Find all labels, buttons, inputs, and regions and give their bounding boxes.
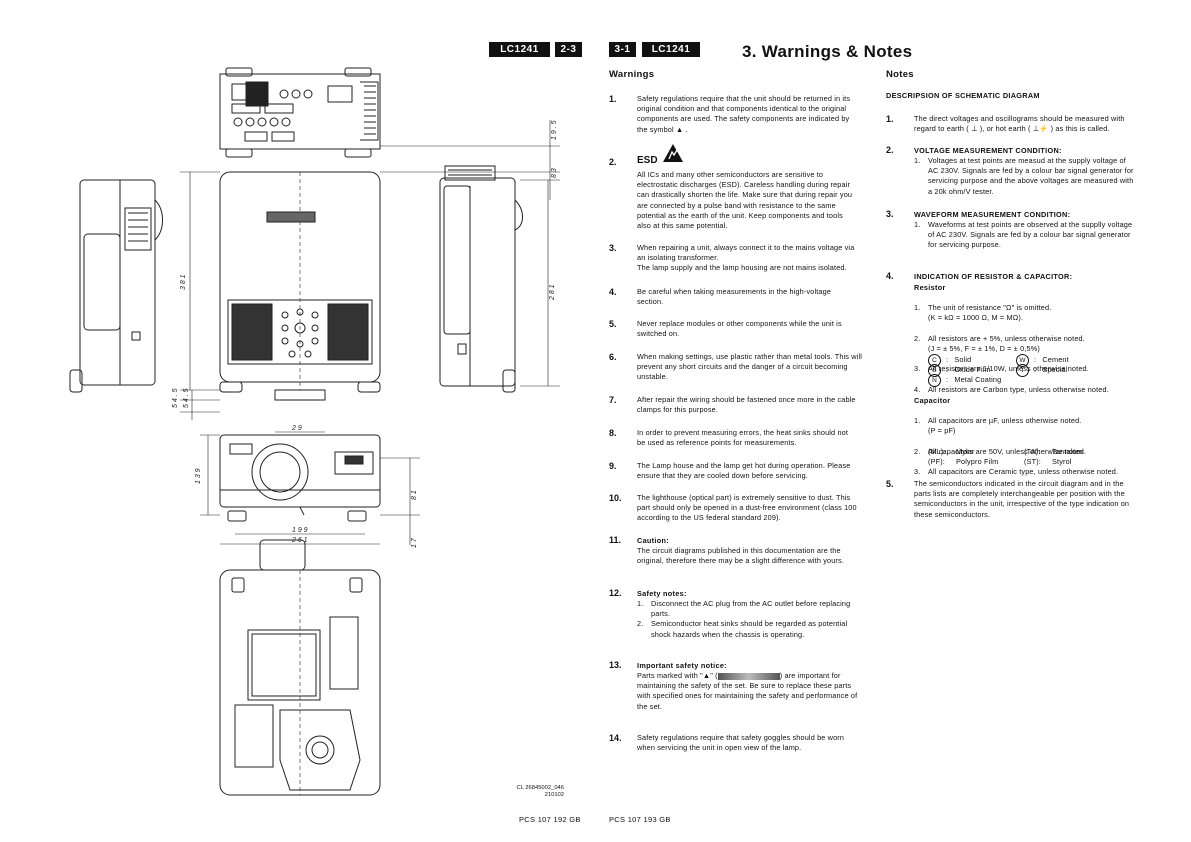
note-1-number: 1. bbox=[886, 114, 894, 124]
bottom-view bbox=[219, 539, 381, 796]
footer-left: PCS 107 192 GB bbox=[519, 815, 581, 824]
warning-13-number: 13. bbox=[609, 660, 622, 670]
warning-14-text: Safety regulations require that safety g… bbox=[637, 733, 845, 753]
warning-12-number: 12. bbox=[609, 588, 622, 598]
warning-3-number: 3. bbox=[609, 243, 617, 253]
warning-13-text-b: ) are important for maintaining the safe… bbox=[637, 671, 858, 711]
warning-12-heading: Safety notes: bbox=[637, 589, 687, 598]
side-view-right bbox=[439, 165, 523, 393]
dim-left-low-b: 5 4 . 5 bbox=[183, 388, 190, 408]
note-3-number: 3. bbox=[886, 209, 894, 219]
warning-13-text: Parts marked with "▲" () are important f… bbox=[637, 671, 859, 712]
drawing-reference: CL 26845002_046 210102 bbox=[480, 785, 565, 799]
warning-11-text: The circuit diagrams published in this d… bbox=[637, 546, 844, 566]
warning-8-text: In order to prevent measuring errors, th… bbox=[637, 428, 849, 448]
top-view bbox=[219, 434, 381, 522]
drawing-ref-line1: CL 26845002_046 bbox=[516, 785, 565, 791]
warning-8-number: 8. bbox=[609, 428, 617, 438]
dim-mid-width: 2 9 bbox=[291, 425, 302, 432]
note-3-heading: WAVEFORM MEASUREMENT CONDITION: bbox=[914, 210, 1071, 219]
list-item: 3.All capacitors are Ceramic type, unles… bbox=[914, 467, 1119, 477]
note-1-text: The direct voltages and oscillograms sho… bbox=[914, 114, 1125, 134]
list-item: 1.The unit of resistance "Ω" is omitted.… bbox=[914, 303, 1052, 323]
note-4-number: 4. bbox=[886, 271, 894, 281]
notes-heading: Notes bbox=[886, 69, 914, 80]
dim-bottom-w1: 1 9 9 bbox=[292, 527, 308, 534]
list-item: 4.All resistors are Carbon type, unless … bbox=[914, 384, 1109, 394]
resistor-code-n: N bbox=[928, 374, 941, 387]
warning-2-number: 2. bbox=[609, 157, 617, 167]
dim-bottom-w2: 2 6 1 bbox=[291, 537, 308, 544]
capacitor-list: 1.All capacitors are µF, unless otherwis… bbox=[914, 406, 1136, 488]
resistor-types: C: Solid W: Cement S: Oxide Film T: Spec… bbox=[928, 354, 1128, 387]
dim-right-height: 2 8 1 bbox=[549, 284, 556, 301]
dim-left-low-a: 5 4 . 5 bbox=[172, 388, 179, 408]
warning-7-number: 7. bbox=[609, 395, 617, 405]
warning-9-text: The Lamp house and the lamp get hot duri… bbox=[637, 461, 851, 481]
list-item: 1.Waveforms at test points are observed … bbox=[914, 220, 1133, 250]
warning-3-text: When repairing a unit, always connect it… bbox=[637, 243, 855, 273]
dim-front-height: 1 3 9 bbox=[195, 468, 202, 484]
footer-right: PCS 107 193 GB bbox=[609, 815, 671, 824]
list-item: 2.All resistors are + 5%, unless otherwi… bbox=[914, 333, 1085, 354]
resistor-code-t: T bbox=[1016, 364, 1029, 377]
resistor-heading: Resistor bbox=[914, 283, 946, 292]
warning-6-text: When making settings, use plastic rather… bbox=[637, 352, 863, 382]
warning-2-text: All ICs and many other semiconductors ar… bbox=[637, 170, 853, 231]
warnings-heading: Warnings bbox=[609, 69, 655, 80]
front-view bbox=[219, 171, 381, 401]
note-2-list: 1.Voltages at test points are measud at … bbox=[914, 156, 1136, 197]
note-4-heading: INDICATION OF RESISTOR & CAPACITOR: bbox=[914, 272, 1073, 281]
list-item: 1.All capacitors are µF, unless otherwis… bbox=[914, 416, 1082, 436]
warning-14-number: 14. bbox=[609, 733, 622, 743]
dim-left-height: 3 8 1 bbox=[180, 274, 187, 290]
list-item: 1.Voltages at test points are measud at … bbox=[914, 156, 1134, 196]
warning-1-number: 1. bbox=[609, 94, 617, 104]
dim-front-right2: 1 7 bbox=[411, 537, 418, 548]
model-tag-left: LC1241 bbox=[489, 42, 550, 57]
page-tag-right: 3-1 bbox=[609, 42, 636, 57]
warning-13-text-a: Parts marked with "▲" ( bbox=[637, 671, 718, 680]
page-title: 3. Warnings & Notes bbox=[742, 42, 913, 61]
warning-4-text: Be careful when taking measurements in t… bbox=[637, 287, 832, 307]
warning-10-text: The lighthouse (optical part) is extreme… bbox=[637, 493, 857, 523]
warning-7-text: After repair the wiring should be fasten… bbox=[637, 395, 856, 415]
warning-11-heading: Caution: bbox=[637, 536, 669, 545]
note-2-number: 2. bbox=[886, 145, 894, 155]
note-3-list: 1.Waveforms at test points are observed … bbox=[914, 220, 1136, 251]
warning-9-number: 9. bbox=[609, 461, 617, 471]
esd-icon bbox=[663, 144, 683, 162]
rear-view bbox=[219, 67, 381, 158]
side-view-left bbox=[69, 179, 163, 393]
warning-4-number: 4. bbox=[609, 287, 617, 297]
note-5-number: 5. bbox=[886, 479, 894, 489]
drawing-ref-line2: 210102 bbox=[544, 792, 564, 798]
warning-10-number: 10. bbox=[609, 493, 622, 503]
warning-1-text: Safety regulations require that the unit… bbox=[637, 94, 851, 134]
model-tag-right: LC1241 bbox=[642, 42, 700, 57]
warning-13-heading: Important safety notice: bbox=[637, 661, 727, 670]
list-item: 2.Semiconductor heat sinks should be reg… bbox=[637, 619, 848, 639]
esd-label: ESD bbox=[637, 155, 658, 166]
dimension-lines bbox=[180, 120, 560, 545]
capacitor-types: (ML): Mylar (TA): Tantalum (PF): Polypro… bbox=[928, 447, 1083, 466]
safety-notes-list: 1.Disconnect the AC plug from the AC out… bbox=[637, 599, 862, 640]
list-item: 1.Disconnect the AC plug from the AC out… bbox=[637, 599, 851, 619]
notes-subheading: DESCRIPSION OF SCHEMATIC DIAGRAM bbox=[886, 91, 1040, 100]
warning-6-number: 6. bbox=[609, 352, 617, 362]
dim-front-right: 8 1 bbox=[411, 490, 418, 500]
note-2-heading: VOLTAGE MEASUREMENT CONDITION: bbox=[914, 146, 1062, 155]
resistor-list: 1.The unit of resistance "Ω" is omitted.… bbox=[914, 293, 1136, 405]
note-5-text: The semiconductors indicated in the circ… bbox=[914, 479, 1130, 519]
dim-top-a: 1 9 . 5 bbox=[551, 120, 558, 140]
list-item: 2.All capacitors are 50V, unless otherwi… bbox=[914, 446, 1087, 456]
dim-top-b: 8 3 bbox=[551, 168, 558, 178]
safety-marking-bar bbox=[717, 672, 780, 680]
warning-5-number: 5. bbox=[609, 319, 617, 329]
projector-dimension-drawing: 1 9 . 5 8 3 3 8 1 2 8 1 5 4 . 5 5 4 . 5 … bbox=[69, 67, 560, 796]
warning-11-number: 11. bbox=[609, 535, 622, 545]
capacitor-heading: Capacitor bbox=[914, 396, 951, 405]
page-tag-left: 2-3 bbox=[555, 42, 582, 57]
warning-5-text: Never replace modules or other component… bbox=[637, 319, 842, 339]
